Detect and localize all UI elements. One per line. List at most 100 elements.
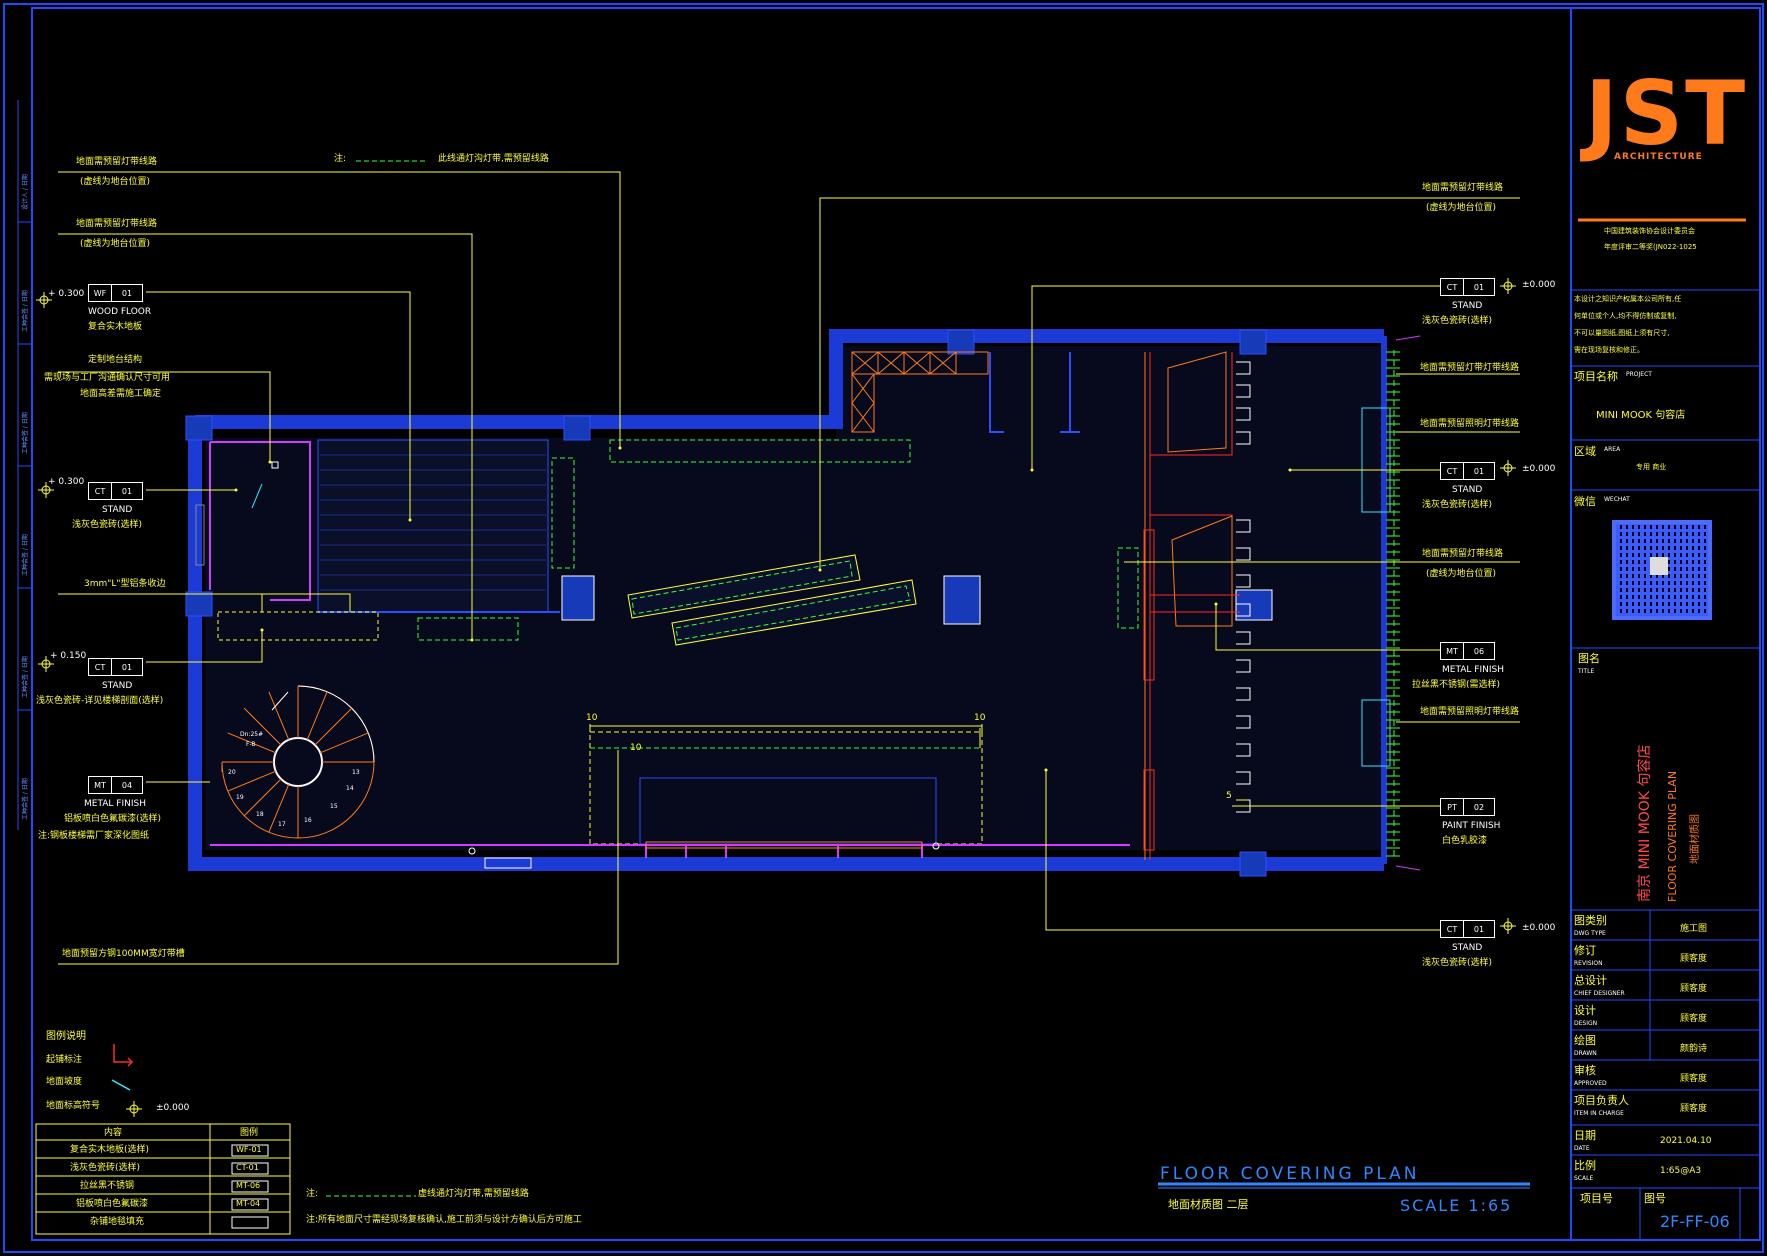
wood-floor-room	[317, 439, 560, 613]
title-block-row-value: 顾客度	[1680, 984, 1708, 994]
leader-line	[58, 750, 619, 965]
bottom-note-text: 虚线通灯沟灯带,需预留线路	[418, 1189, 529, 1199]
stair-tread	[227, 732, 277, 754]
side-stamp: 工种会签 / 日期	[22, 656, 29, 698]
company-note: 何单位或个人,均不得仿制或复制,	[1574, 312, 1677, 320]
stair-tread	[243, 707, 282, 746]
bottom-orange-strip	[645, 841, 923, 849]
title-block-row-sub: DWG TYPE	[1574, 930, 1606, 937]
title-block-row-value: 施工图	[1680, 924, 1708, 934]
legend-item: 起铺标注	[46, 1055, 83, 1065]
legend-row-code: WF-01	[236, 1145, 262, 1154]
leader-line	[819, 197, 1520, 570]
material-name: WOOD FLOOR	[88, 307, 152, 317]
material-cn: 白色乳胶漆	[1442, 836, 1488, 846]
leader-arrow	[1214, 602, 1218, 606]
annot-right-3: 地面需预留灯带灯带线路	[1420, 363, 1520, 373]
title-block-row-label: 项目负责人	[1574, 1094, 1629, 1107]
qr-center-icon	[1650, 557, 1668, 575]
material-name: STAND	[1452, 485, 1483, 495]
material-name: STAND	[102, 681, 133, 691]
vertical-project-title: 南京 MINI MOOK 句容店	[1637, 744, 1653, 902]
annot-right-6: 地面需预留灯带线路	[1422, 549, 1504, 559]
shelf-bracket	[1236, 431, 1251, 445]
material-cn: 浅灰色瓷砖(选样)	[72, 520, 143, 530]
drawing-scale: SCALE 1:65	[1400, 1196, 1513, 1215]
drawing-title-en: FLOOR COVERING PLAN	[1160, 1164, 1420, 1184]
leader-arrow	[408, 518, 412, 522]
slanted-tables	[627, 554, 917, 646]
legend-symbols	[111, 1044, 142, 1117]
leader-lines	[58, 171, 1520, 965]
title-block-row-label: 比例	[1574, 1159, 1596, 1172]
title-block-row-label: 图类别	[1574, 914, 1607, 927]
annot-right-1: 地面需预留灯带线路	[1422, 183, 1504, 193]
annot-left-2b: (虚线为地台位置)	[80, 239, 151, 249]
area-value: 专用 商业	[1636, 463, 1667, 471]
side-stamp: 工种会签 / 日期	[22, 778, 29, 820]
elev-label: ±0.000	[1522, 464, 1556, 474]
leader-line	[146, 630, 263, 663]
stair-tread	[319, 732, 369, 754]
title-block-row-value: 1:65@A3	[1660, 1166, 1702, 1176]
elevation-markers	[36, 278, 1516, 934]
title-block-row-sub: DRAWN	[1574, 1050, 1597, 1057]
storage-room	[195, 441, 311, 601]
project-label: 项目名称	[1574, 370, 1618, 383]
title-block-row-sub: APPROVED	[1574, 1080, 1607, 1087]
legend-table-header: 图例	[240, 1128, 259, 1138]
stair-step: 16	[304, 817, 312, 824]
floor-drain	[468, 847, 476, 855]
dimension-label: 5	[1226, 791, 1232, 801]
title-block-row-sub: ITEM IN CHARGE	[1574, 1110, 1624, 1117]
stair-step: 17	[278, 821, 286, 828]
title-block-row-value: 顾客度	[1680, 954, 1708, 964]
title-block-row-value: 2021.04.10	[1660, 1136, 1712, 1146]
title-block-row-sub: DATE	[1574, 1145, 1590, 1152]
vertical-drawing-cn: 地面材质图	[1690, 814, 1701, 864]
elev-label: ±0.000	[1522, 923, 1556, 933]
material-cn2: 注:钢板楼梯需厂家深化图纸	[38, 831, 150, 841]
annot-right-4: 地面需预留照明灯带线路	[1420, 419, 1520, 429]
shelf-bracket	[1236, 659, 1251, 673]
side-stamp: 设计人 / 日期	[22, 174, 29, 210]
stair-arrow	[271, 691, 289, 711]
project-sub: PROJECT	[1626, 371, 1652, 378]
annot-left-6: 3mm"L"型铝条收边	[84, 579, 166, 589]
material-cn: 铝板喷白色氟碳漆(选样)	[64, 814, 162, 824]
drawing-no: 2F-FF-06	[1660, 1212, 1730, 1231]
glass-panels	[1361, 407, 1391, 767]
leader-line	[1045, 770, 1440, 931]
legend-row: 复合实木地板(选样)	[70, 1145, 150, 1155]
material-cn: 浅灰色瓷砖(选样)	[1422, 316, 1493, 326]
title-block-grid	[1571, 289, 1760, 1240]
material-name: STAND	[1452, 943, 1483, 953]
legend-item: 地面标高符号	[46, 1101, 101, 1111]
legend-row: 拉丝黑不锈钢	[80, 1181, 135, 1191]
leader-arrow	[1030, 468, 1034, 472]
company-note: 不可以量图纸,图纸上须有尺寸,	[1574, 329, 1670, 337]
material-name: STAND	[1452, 301, 1483, 311]
shelf-bracket	[1236, 407, 1251, 421]
legend-row-code: MT-06	[236, 1181, 261, 1190]
company-logo: JST	[1585, 62, 1748, 165]
annot-right-6b: (虚线为地台位置)	[1426, 569, 1497, 579]
legend-table	[35, 1123, 291, 1235]
leader-line	[1215, 604, 1440, 651]
shelf-bracket	[1236, 547, 1251, 561]
leader-arrow	[1288, 468, 1292, 472]
legend-row: 浅灰色瓷砖(选样)	[70, 1163, 141, 1173]
stair-label: F-B	[246, 741, 256, 748]
stair-step: 15	[330, 803, 338, 810]
shelf-bracket	[1236, 743, 1251, 757]
bottom-note-prefix: 注:	[306, 1189, 319, 1199]
title-block-row-sub: DESIGN	[1574, 1020, 1598, 1027]
